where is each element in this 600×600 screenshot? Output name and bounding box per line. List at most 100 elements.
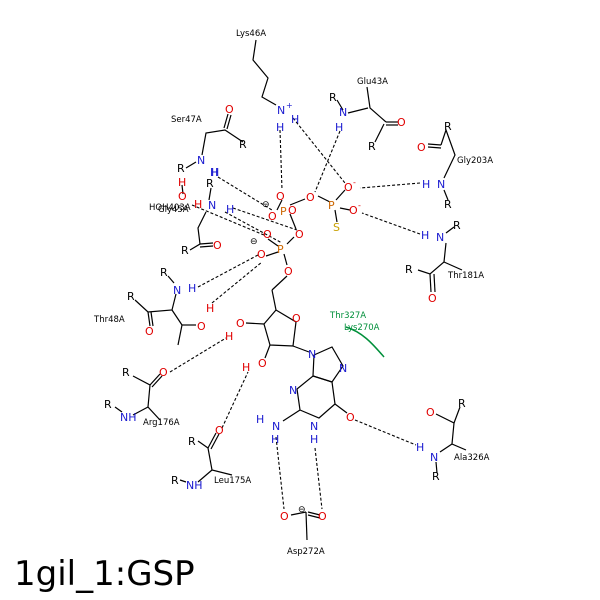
hbond-glu43-o [314,130,341,193]
gly203-co2 [427,146,442,149]
ala326-n: N [430,451,438,464]
thr48-cb [171,309,183,326]
hbond-ser47-o [217,176,273,211]
thr48-nr [167,275,175,284]
pa-o-right: O [288,204,297,217]
arg176-o: O [159,366,168,379]
thr181-n: N [436,231,444,244]
arg176-nh [132,406,149,416]
leu175-rn: R [171,474,179,487]
pa-o-left: O [268,210,277,223]
purine-h1: H [310,433,318,446]
imidazole-ring [312,346,344,383]
purine-n7: N [339,362,347,375]
thr48-og: O [197,320,206,333]
ser47-r: R [239,138,247,151]
lys46-plus: + [286,101,293,110]
purine-n1: N [310,420,318,433]
hbond-gly203-o [359,182,421,189]
asp272-o1: O [280,510,289,523]
thr181-r: R [453,219,461,232]
label-thr181: Thr181A [447,271,484,281]
glu43-bond-n [347,107,369,114]
lys46-n: N [277,104,285,117]
gly203-rn: R [444,198,452,211]
label-ser47: Ser47A [171,115,202,125]
hbond-gly45-o1 [232,207,298,231]
glu43-n: N [339,106,347,119]
purine-n2-h2: H [271,433,279,446]
glu43-r: R [329,91,337,104]
leu175-nr [179,479,187,483]
gly45-hn: H [226,203,234,216]
gly45-chain [189,211,207,251]
ser47-co2 [226,114,232,130]
pb: P [328,199,335,212]
pg-o-top: O [263,228,272,241]
gly45-nr [208,187,212,201]
asp272-co2 [307,511,321,516]
ser47-h: H [210,166,218,179]
thr48-n: N [173,284,181,297]
label-glu43: Glu43A [357,77,388,87]
ser47-rn: R [177,162,185,175]
leu175-o: O [215,424,224,437]
label-leu175: Leu175A [214,476,251,486]
leu175-nh: NH [186,479,203,492]
glu43-h: H [335,121,343,134]
o-minus-2: ⊖ [250,237,258,247]
p-s-bond [334,209,338,223]
hbond-thr48o-o [211,261,263,304]
thr181-ct [443,261,463,271]
ser47-co [223,113,229,129]
thr48-co2 [150,311,154,327]
p-o-bond-8 [267,238,279,247]
hbond-lys46-o1 [279,129,283,191]
p-o-bond-9 [265,251,279,257]
hbond-ala326-o [354,419,417,446]
glu43-o: O [397,116,406,129]
ribose-o4: O [292,312,301,325]
glu43-bond-r [336,99,344,111]
p-o-bond-3 [317,195,331,203]
gly203-co [427,143,442,146]
ala326-r: R [458,397,466,410]
hbond-lys46-o2 [292,117,346,184]
pb-s: S [333,221,340,234]
label-ala326: Ala326A [454,453,490,463]
ribose-h3: H [242,361,250,374]
c2-n2 [282,409,301,422]
asp272-o2: O [318,510,327,523]
gly45-rc: R [181,244,189,257]
thr181-co [429,273,432,293]
c6-o6 [334,403,348,414]
gly45-n: N [208,199,216,212]
purine-n2: N [272,420,280,433]
ser47-o: O [225,103,234,116]
thr181-chain [417,242,447,275]
ala326-rn: R [432,470,440,483]
arg176-nr [114,406,123,413]
thr48-co [147,311,151,327]
glu43-chain [366,86,387,123]
c3-o3 [264,344,271,359]
purine-n9: N [308,348,316,361]
thr181-co2 [433,273,436,293]
label-gly203: Gly203A [457,156,493,166]
thr181-h: H [421,229,429,242]
thr48-chain [134,293,177,313]
hoh-o: O [178,190,187,203]
arg176-co2 [151,375,163,388]
ala326-cr [453,406,461,424]
c5-c4 [271,289,277,311]
c2-o2 [245,322,265,325]
atom-labels: N + H H R N H O R O R N R H R O H N R R … [104,91,466,523]
pb-o-minus-sign: - [353,178,356,187]
leu175-co2 [210,433,220,450]
leu175-chain [197,440,233,476]
leu175-nh [197,469,213,483]
glu43-r2: R [368,140,376,153]
gly203-n: N [437,178,445,191]
label-arg176: Arg176A [143,418,180,428]
pg-o-bottom: O [284,265,293,278]
